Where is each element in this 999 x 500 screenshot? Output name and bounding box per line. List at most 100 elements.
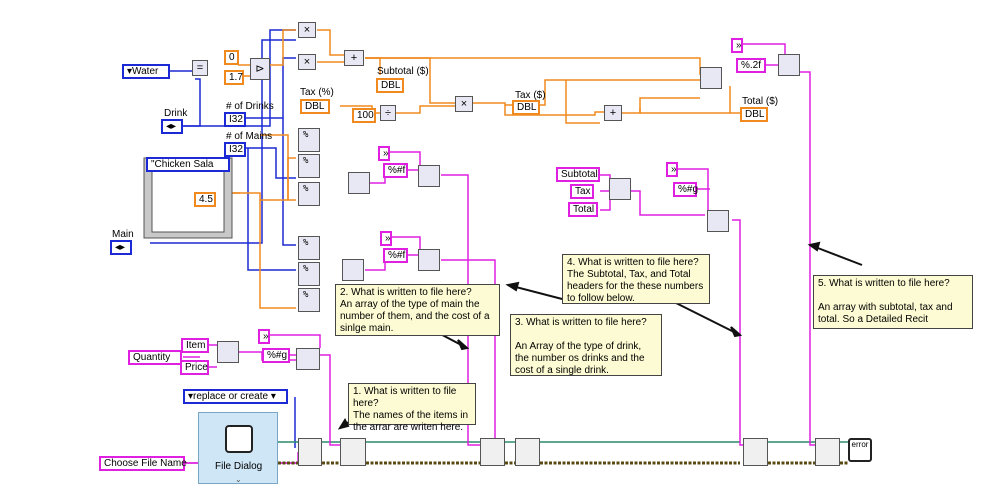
drink-cost-value: 1.7 [229,72,243,83]
format-pct-node-a1[interactable]: % [298,128,320,152]
file-dialog-express-vi[interactable]: File Dialog ⌄ [198,412,278,484]
add-node[interactable]: + [344,50,364,66]
total-string-const[interactable]: Total [568,202,598,217]
price-value: Price [185,362,208,373]
main-array-value: "Chicken Sala [151,159,214,170]
tax-string-const[interactable]: Tax [570,184,594,199]
write-text-node-5[interactable] [815,438,840,466]
i32-type: I32 [229,144,243,155]
format-pct-node-b3[interactable]: % [298,288,320,312]
tax-string-value: Tax [575,186,591,197]
format-array-node-d[interactable] [296,348,320,370]
total-indicator: DBL [740,107,768,122]
pct-glyph: % [303,156,309,166]
item-string-const[interactable]: Item [181,338,209,353]
note-5: 5. What is written to file here? An arra… [813,275,973,329]
multiply-node-3[interactable]: × [455,96,473,112]
build-array-node-c[interactable] [609,178,631,200]
equals-node[interactable]: = [192,60,208,76]
drink-cost-zero[interactable]: 0 [224,50,239,65]
format-f-const-a[interactable]: %#f [383,163,408,178]
tax-dollar-label: Tax ($) [515,90,546,101]
choose-file-name-value: Choose File Name [104,458,187,469]
pct-string-const-a[interactable]: » [378,146,390,161]
orange-wires [230,29,740,309]
drinks-count-terminal[interactable]: I32 [224,112,246,127]
note-2-text: 2. What is written to file here? An arra… [340,287,490,334]
hundred-constant[interactable]: 100 [352,108,376,123]
add-node-2[interactable]: + [604,105,622,121]
format-f-const-b[interactable]: %#f [383,248,408,263]
build-array-node-d[interactable] [217,341,239,363]
format-g-const-c[interactable]: %#g [673,182,699,197]
multiply-node-2[interactable]: × [298,54,316,70]
choose-file-name-const[interactable]: Choose File Name [99,456,187,471]
open-file-node[interactable] [298,438,322,466]
write-text-node-4[interactable] [743,438,768,466]
pct-glyph: % [303,238,309,248]
format-array-node-top[interactable] [778,54,800,76]
format-g-value: %#g [678,184,699,195]
error-handler-node[interactable]: error [848,438,872,462]
multiply-node-1[interactable]: × [298,22,316,38]
drink-enum-control[interactable]: ▾Water [122,64,170,79]
string-icon: » [383,148,389,159]
subtotal-string-const[interactable]: Subtotal [556,167,600,182]
mains-count-label: # of Mains [226,131,273,142]
string-icon: » [385,233,391,244]
enum-icon: ◂▸ [115,242,126,253]
pct-glyph: % [303,130,309,140]
pct-string-const-c[interactable]: » [666,162,678,177]
dbl-type: DBL [517,102,537,113]
write-text-node-3[interactable] [515,438,540,466]
pct-string-const-top[interactable]: » [731,38,743,53]
format-pct-node-b1[interactable]: % [298,236,320,260]
build-array-node-top[interactable] [700,67,722,89]
format-2f-const[interactable]: %.2f [736,58,766,73]
quantity-string-const[interactable]: Quantity [128,350,182,365]
drink-cost-constant[interactable]: 1.7 [224,70,244,85]
note-4: 4. What is written to file here? The Sub… [562,254,710,304]
error-label: error [851,440,869,449]
blue-wires [150,29,296,448]
tax-pct-control[interactable]: DBL [300,99,330,114]
format-g-const-d[interactable]: %#g [262,348,290,363]
note-1-text: 1. What is written to file here? The nam… [353,386,469,433]
divide-node[interactable]: ÷ [380,105,396,121]
note-3-text: 3. What is written to file here? An Arra… [515,317,647,376]
expand-chevron-icon: ⌄ [235,475,242,484]
select-node[interactable]: ⊳ [250,58,270,80]
format-array-node-b[interactable] [418,249,440,271]
dropdown-arrow-icon: ▾ [268,391,276,402]
pct-string-const-d[interactable]: » [258,329,270,344]
main-cost-constant[interactable]: 4.5 [194,192,216,207]
format-pct-node-a3[interactable]: % [298,182,320,206]
write-text-node-2[interactable] [480,438,505,466]
note-1: 1. What is written to file here? The nam… [348,383,476,433]
main-label: Main [112,229,134,240]
tax-pct-label: Tax (%) [300,87,334,98]
zero-value: 0 [229,52,235,63]
string-icon: » [671,164,677,175]
replace-or-create-enum[interactable]: ▾replace or create ▾ [183,389,288,404]
format-pct-node-a2[interactable]: % [298,154,320,178]
format-pct-node-b2[interactable]: % [298,262,320,286]
write-text-node-1[interactable] [340,438,366,466]
hundred-value: 100 [357,110,374,121]
format-array-node-c[interactable] [707,210,729,232]
main-control[interactable]: ◂▸ [110,240,132,255]
format-array-node-a[interactable] [418,165,440,187]
note-4-text: 4. What is written to file here? The Sub… [567,257,704,304]
main-cost-value: 4.5 [199,194,213,205]
file-dialog-icon [225,425,253,453]
build-array-node-a[interactable] [348,172,370,194]
pct-glyph: % [303,184,309,194]
mains-count-terminal[interactable]: I32 [224,142,246,157]
main-array-display[interactable]: "Chicken Sala [146,157,230,172]
drink-control[interactable]: ◂▸ [161,119,183,134]
string-icon: » [736,40,742,51]
pct-string-const-b[interactable]: » [380,231,392,246]
dropdown-arrow-icon: ▾ [127,66,133,77]
price-string-const[interactable]: Price [180,360,209,375]
build-array-node-b[interactable] [342,259,364,281]
